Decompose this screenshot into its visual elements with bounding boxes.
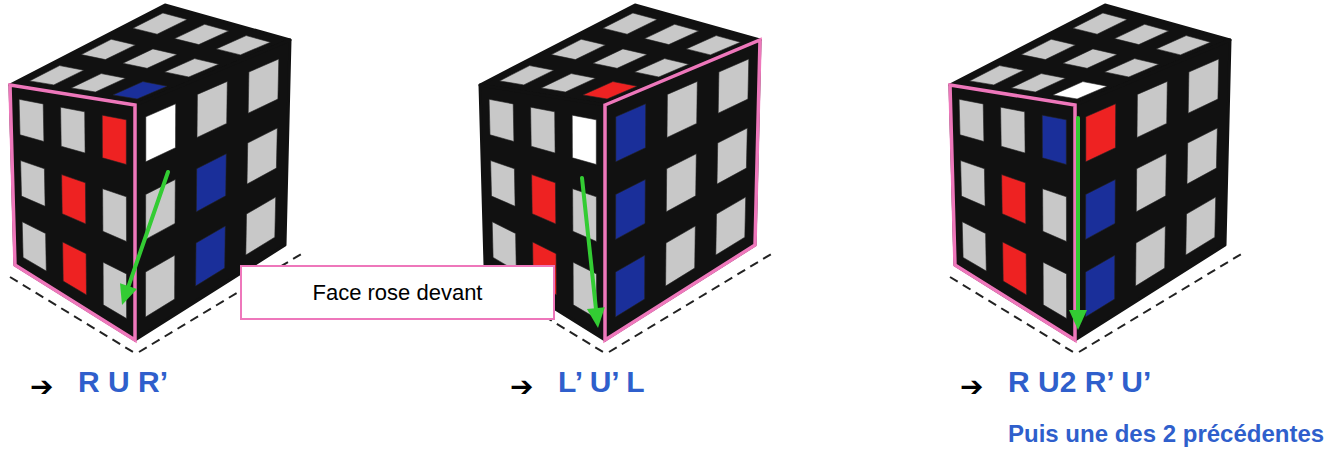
- algorithm: L’ U’ L: [558, 365, 645, 399]
- move-arrowhead: [120, 283, 137, 305]
- ground-dash: [950, 277, 1073, 352]
- cube-sticker: [1011, 74, 1065, 92]
- cube-sticker: [123, 49, 177, 68]
- cube-sticker: [71, 74, 125, 92]
- cube-face: [1075, 40, 1230, 340]
- cube-sticker: [1086, 255, 1115, 317]
- cube-sticker: [616, 180, 646, 240]
- cube-sticker: [133, 13, 187, 34]
- note-box: Face rose devant: [240, 265, 555, 320]
- cube-sticker: [1043, 189, 1067, 242]
- note-text: Face rose devant: [313, 280, 483, 306]
- cube-sticker: [1002, 175, 1026, 224]
- cube-sticker: [666, 154, 696, 212]
- move-arrow: [1076, 118, 1080, 310]
- cube-face: [605, 40, 760, 340]
- cube-sticker: [603, 13, 657, 34]
- cube-sticker: [197, 81, 227, 137]
- algorithm: R U R’: [78, 365, 168, 399]
- front-face-outline: [10, 85, 135, 340]
- cube-sticker: [531, 107, 556, 153]
- cube-sticker: [1187, 128, 1217, 184]
- cube-sticker: [1136, 226, 1166, 286]
- cube-sticker: [500, 66, 554, 85]
- cube-sticker: [62, 175, 86, 224]
- cube-sticker: [19, 99, 44, 141]
- cube-sticker: [61, 107, 86, 153]
- move-arrowhead: [1069, 310, 1087, 330]
- cube-sticker: [146, 104, 176, 162]
- front-face-outline: [950, 85, 1075, 340]
- cube-sticker: [1043, 262, 1067, 318]
- move-arrowhead: [587, 307, 605, 328]
- cube-sticker: [103, 189, 127, 242]
- cube-sticker: [718, 59, 749, 113]
- cube-sticker: [246, 197, 276, 255]
- algorithm: R U2 R’ U’: [1008, 365, 1151, 399]
- cube-sticker: [1186, 197, 1216, 255]
- cube-sticker: [666, 226, 696, 286]
- arrow-symbol: ➔: [30, 370, 53, 403]
- cube-sticker: [961, 161, 986, 207]
- arrow-symbol: ➔: [960, 370, 983, 403]
- cube-sticker: [30, 66, 84, 85]
- instruction-note: Puis une des 2 précédentes: [1008, 420, 1324, 448]
- cube-sticker: [492, 222, 516, 271]
- cube-sticker: [1001, 107, 1026, 153]
- cube-sticker: [959, 99, 984, 141]
- cube-face: [10, 85, 135, 340]
- cube-sticker: [102, 115, 126, 164]
- cube-sticker: [1188, 59, 1219, 113]
- front-face-outline: [605, 40, 760, 340]
- move-arrow: [582, 178, 596, 308]
- cube-sticker: [1063, 49, 1117, 68]
- arrow-symbol: ➔: [510, 370, 533, 403]
- cube-sticker: [248, 59, 279, 113]
- cube-sticker: [970, 66, 1024, 85]
- cube-sticker: [572, 115, 596, 164]
- cube-sticker: [1086, 104, 1116, 162]
- cube-sticker: [616, 104, 646, 162]
- cube-sticker: [1073, 13, 1127, 34]
- cube-sticker: [196, 154, 226, 212]
- cube-sticker: [716, 197, 746, 255]
- cube-sticker: [1042, 115, 1066, 164]
- cube-face: [950, 85, 1075, 340]
- cube-sticker: [1137, 81, 1167, 137]
- cube-sticker: [22, 222, 46, 271]
- cube-sticker: [532, 175, 556, 224]
- ground-dash: [609, 253, 773, 352]
- cube-sticker: [593, 49, 647, 68]
- cube-sticker: [1136, 154, 1166, 212]
- cube-sticker: [1021, 39, 1075, 59]
- cube-sticker: [491, 161, 515, 207]
- move-arrow: [129, 172, 168, 286]
- cube-sticker: [1003, 242, 1027, 295]
- cube-sticker: [541, 74, 595, 92]
- cube-sticker: [717, 128, 747, 184]
- cube-sticker: [962, 222, 986, 271]
- cube-sticker: [667, 81, 697, 137]
- cube-sticker: [175, 24, 229, 44]
- cube-sticker: [1115, 24, 1169, 44]
- cube-sticker: [196, 226, 226, 286]
- cube-sticker: [1086, 180, 1116, 240]
- cube-sticker: [81, 39, 135, 59]
- ground-dash: [1079, 253, 1243, 352]
- cube-sticker: [551, 39, 605, 59]
- ground-dash: [10, 277, 133, 352]
- cube-sticker: [63, 242, 87, 295]
- cube-sticker: [616, 255, 645, 317]
- cube-sticker: [146, 255, 175, 317]
- cube-sticker: [21, 161, 45, 207]
- cube-sticker: [247, 128, 277, 184]
- cube-sticker: [489, 99, 514, 141]
- cube-sticker: [645, 24, 699, 44]
